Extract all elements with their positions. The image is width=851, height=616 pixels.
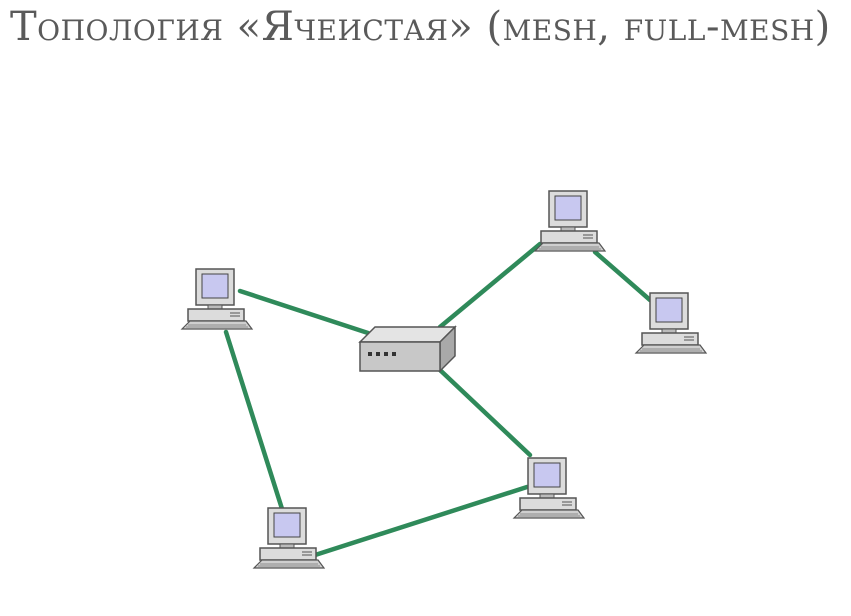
computer-icon-left: [181, 268, 253, 330]
link-pc-top-right-pc-right: [592, 249, 653, 303]
link-pc-left-hub: [237, 288, 371, 336]
link-hub-pc-bottom-right: [437, 367, 533, 458]
hub-icon: [358, 325, 457, 373]
computer-icon-top-right: [534, 190, 606, 252]
link-pc-bottom-pc-left: [223, 329, 286, 515]
computer-icon-bottom: [253, 507, 325, 569]
slide-title: Топология «Ячеистая» (mesh, full-mesh): [10, 4, 831, 50]
computer-icon-right: [635, 292, 707, 354]
link-hub-pc-top-right: [437, 241, 543, 330]
link-pc-bottom-right-pc-bottom: [309, 484, 530, 559]
links: [223, 241, 653, 559]
